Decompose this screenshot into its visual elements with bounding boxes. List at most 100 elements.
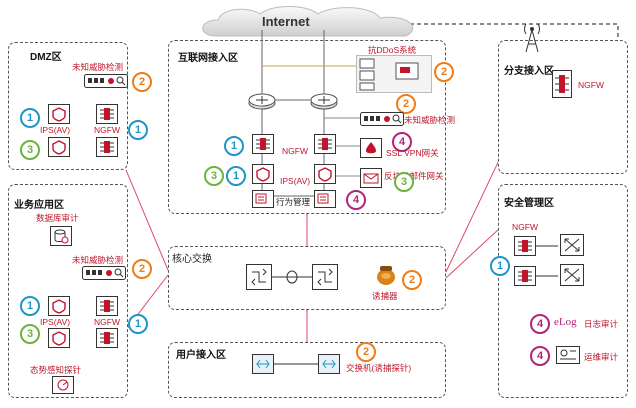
link-aggregation-icon — [272, 270, 312, 284]
business-ips-label: IPS(AV) — [40, 317, 71, 327]
zone-security-mgmt-title: 安全管理区 — [504, 198, 554, 209]
mgmt-links — [536, 245, 558, 277]
firewall-icon — [96, 137, 118, 157]
anti-ddos-icon — [356, 55, 432, 93]
firewall-icon — [96, 328, 118, 348]
business-ngfw-device — [96, 296, 118, 321]
business-sandbox-device — [82, 266, 126, 285]
internet-ips-right — [314, 164, 336, 189]
ips-icon — [48, 296, 70, 316]
internet-ips-label: IPS(AV) — [280, 176, 311, 186]
internet-ips-left — [252, 164, 274, 189]
zone-dmz-title: DMZ区 — [30, 52, 62, 63]
probe-device — [52, 376, 74, 399]
access-switch-icon — [318, 354, 340, 374]
internet-unknown-badge: 2 — [396, 94, 416, 114]
behavior-label: 行为管理 — [276, 197, 311, 207]
dmz-badge-3: 3 — [20, 140, 40, 160]
core-switch-icon — [312, 264, 338, 290]
firewall-icon — [552, 70, 572, 98]
behavior-management-icon — [314, 190, 336, 208]
ssl-vpn-badge: 4 — [392, 132, 412, 152]
internet-ips-badge-1: 1 — [226, 166, 246, 186]
zone-business-title: 业务应用区 — [14, 200, 64, 211]
zone-business — [8, 184, 128, 398]
dmz-sandbox-device — [84, 74, 128, 93]
elog-desc-label: 日志审计 — [584, 319, 619, 329]
internet-ips-badge-3: 3 — [204, 166, 224, 186]
ips-icon — [48, 137, 70, 157]
dmz-ips-device — [48, 104, 70, 129]
firewall-icon — [96, 296, 118, 316]
ips-icon — [48, 328, 70, 348]
firewall-icon — [252, 134, 274, 154]
firewall-icon — [314, 134, 336, 154]
honeypot-device — [376, 264, 396, 291]
behavior-device-2 — [314, 190, 336, 213]
anti-ddos-box — [356, 55, 432, 98]
user-switch-link — [274, 363, 318, 365]
core-switch-icon — [246, 264, 272, 290]
internet-ngfw-label: NGFW — [282, 146, 308, 156]
branch-tower — [522, 20, 542, 57]
internet-ngfw-right — [314, 134, 336, 159]
dmz-unknown-threat-label: 未知威胁检测 — [72, 62, 124, 72]
core-switch-right — [312, 264, 338, 295]
honeypot-label: 诱捕器 — [372, 291, 398, 301]
zone-core — [168, 246, 446, 310]
cloud-icon — [202, 6, 414, 37]
internet-sandbox-device — [360, 112, 404, 131]
internet-ngfw-badge: 1 — [224, 136, 244, 156]
zone-user-access — [168, 342, 446, 398]
db-audit-device — [50, 226, 72, 251]
db-audit-label: 数据库审计 — [36, 213, 79, 223]
dmz-ngfw-label: NGFW — [94, 125, 120, 135]
mail-gateway-icon — [360, 168, 382, 188]
firewall-icon — [514, 236, 536, 256]
switch-icon — [560, 264, 584, 286]
zone-core-title: 核心交换 — [172, 254, 212, 265]
firewall-icon — [514, 266, 536, 286]
anti-ddos-badge: 2 — [434, 62, 454, 82]
zone-branch — [498, 40, 628, 174]
user-switch-right — [318, 354, 340, 379]
behavior-badge: 4 — [346, 190, 366, 210]
elog-label: eLog — [554, 316, 577, 328]
business-ngfw-device-2 — [96, 328, 118, 353]
switch-icon — [560, 234, 584, 256]
mgmt-badge-1: 1 — [490, 256, 510, 276]
dmz-ips-device-2 — [48, 137, 70, 162]
ops-audit-icon — [556, 346, 580, 364]
dmz-badge-2: 2 — [132, 72, 152, 92]
router-left — [248, 92, 276, 115]
business-ips-device-2 — [48, 328, 70, 353]
cell-tower-icon — [524, 23, 540, 53]
router-icon — [248, 93, 276, 110]
ops-audit-device — [556, 346, 580, 369]
ops-audit-badge: 4 — [530, 346, 550, 366]
mail-gateway-label: 反垃圾邮件网关 — [384, 171, 444, 181]
probe-label: 态势感知探针 — [30, 365, 82, 375]
vpn-gateway-icon — [360, 138, 382, 158]
core-switch-left — [246, 264, 272, 295]
dmz-ngfw-device-2 — [96, 137, 118, 162]
mgmt-ngfw-label: NGFW — [512, 222, 538, 232]
branch-ngfw-label: NGFW — [578, 80, 604, 90]
mgmt-ngfw-device-2 — [514, 266, 536, 291]
honeypot-icon — [377, 266, 395, 285]
sandbox-device-icon — [82, 266, 126, 280]
mail-gateway-device — [360, 168, 382, 193]
dmz-badge-1-left: 1 — [20, 108, 40, 128]
behavior-device — [252, 190, 274, 213]
anti-ddos-label: 抗DDoS系统 — [368, 45, 417, 55]
user-switch-left — [252, 354, 274, 379]
firewall-icon — [96, 104, 118, 124]
database-audit-icon — [50, 226, 72, 246]
ips-icon — [48, 104, 70, 124]
business-ngfw-label: NGFW — [94, 317, 120, 327]
sandbox-device-icon — [84, 74, 128, 88]
behavior-management-icon — [252, 190, 274, 208]
zone-branch-title: 分支接入区 — [504, 66, 554, 77]
sandbox-device-icon — [360, 112, 404, 126]
internet-unknown-threat-label: 未知威胁检测 — [404, 115, 456, 125]
